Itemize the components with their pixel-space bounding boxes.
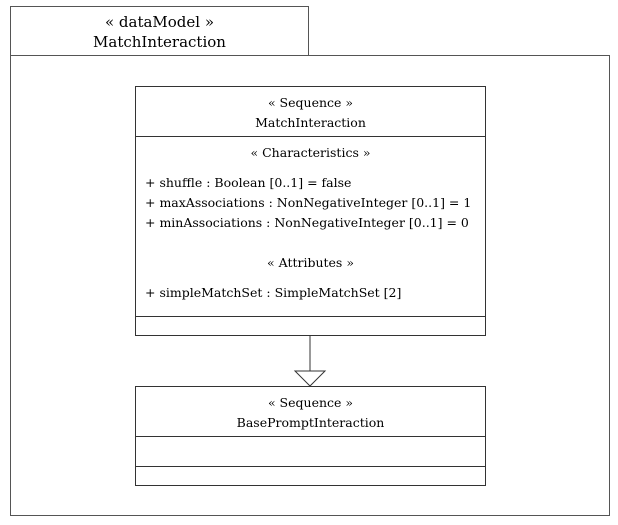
class-name: BasePromptInteraction — [236, 415, 385, 430]
class-match-interaction[interactable]: « Sequence » MatchInteraction « Characte… — [135, 86, 486, 336]
class-base-prompt-interaction[interactable]: « Sequence » BasePromptInteraction — [135, 386, 486, 486]
class-name: MatchInteraction — [255, 115, 366, 130]
property-min-associations: + minAssociations : NonNegativeInteger [… — [145, 215, 469, 230]
class-operations-compartment — [136, 316, 485, 337]
class-properties-compartment — [136, 436, 485, 467]
characteristics-header: « Characteristics » — [250, 145, 371, 160]
generalization-arrowhead-icon — [293, 370, 327, 387]
property-max-associations: + maxAssociations : NonNegativeInteger [… — [145, 195, 472, 210]
frame-stereotype: « dataModel » — [104, 13, 215, 31]
diagram-frame-tab: « dataModel » MatchInteraction — [10, 6, 309, 55]
class-properties-compartment: « Characteristics » + shuffle : Boolean … — [136, 136, 485, 317]
attributes-header: « Attributes » — [267, 255, 354, 270]
class-stereotype: « Sequence » — [267, 95, 354, 110]
attribute-simple-match-set: + simpleMatchSet : SimpleMatchSet [2] — [145, 285, 402, 300]
diagram-frame — [10, 55, 610, 516]
frame-title: MatchInteraction — [93, 33, 226, 51]
class-operations-compartment — [136, 466, 485, 487]
property-shuffle: + shuffle : Boolean [0..1] = false — [145, 175, 352, 190]
class-stereotype: « Sequence » — [267, 395, 354, 410]
